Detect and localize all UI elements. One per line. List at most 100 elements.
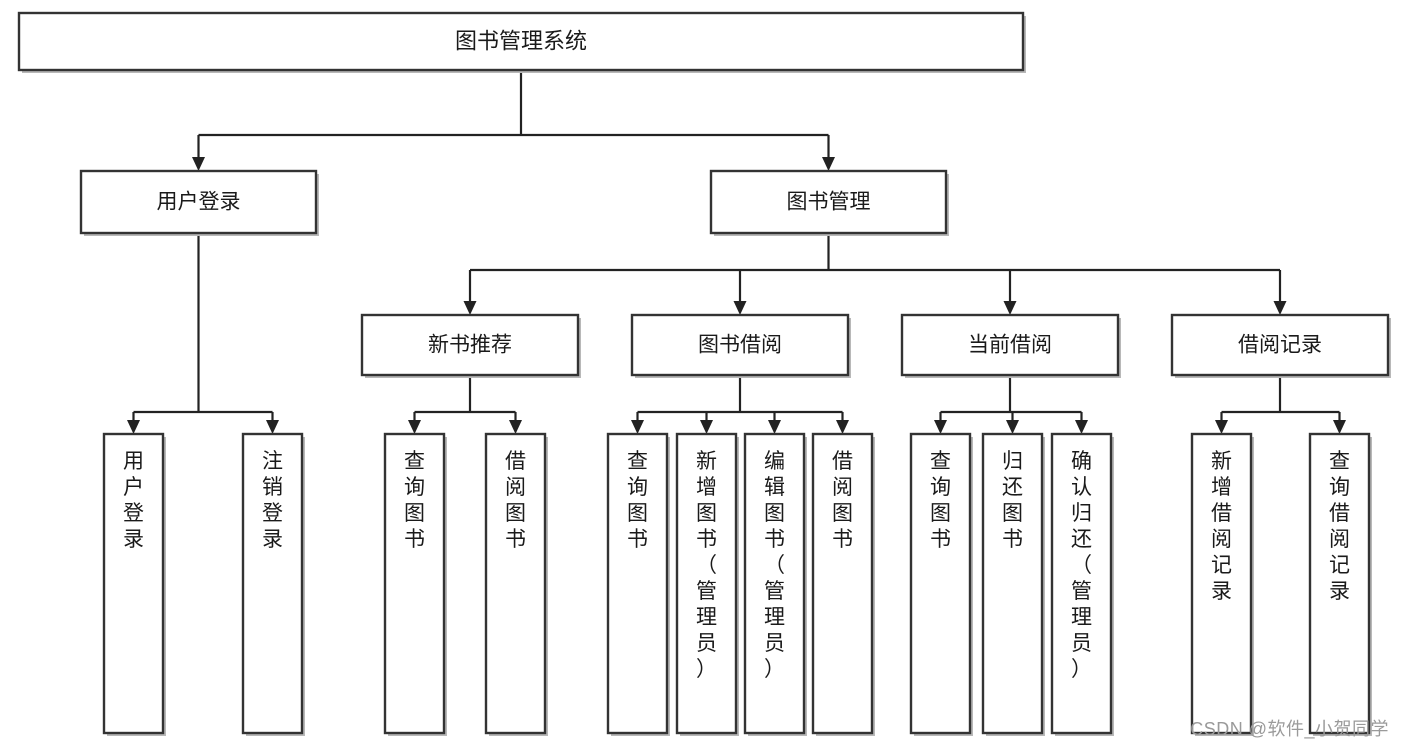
node-label-char: 用	[123, 450, 144, 473]
node-box[interactable]	[360, 313, 580, 377]
node-label-char: ）	[1071, 658, 1092, 681]
node-label-char: 图	[696, 502, 717, 525]
node-box[interactable]	[1050, 432, 1113, 735]
node-label-char: 阅	[505, 476, 526, 499]
node-leaf-query-book-recommend[interactable]: 查询图书查询图书	[383, 432, 447, 736]
node-label-char: 查	[1329, 450, 1350, 473]
node-label-char: 新	[1211, 450, 1232, 473]
node-box[interactable]	[811, 432, 874, 735]
node-leaf-query-book-borrow[interactable]: 查询图书查询图书	[606, 432, 670, 736]
node-label-char: （	[764, 554, 785, 577]
node-label-char: 书	[832, 528, 853, 551]
node-new-book-recommend[interactable]: 新书推荐	[360, 313, 581, 378]
node-label-char: 录	[123, 528, 144, 551]
node-label-char: 认	[1071, 476, 1092, 499]
node-borrow-record[interactable]: 借阅记录	[1170, 313, 1391, 378]
node-label-char: 管	[1071, 580, 1092, 603]
node-leaf-user-login[interactable]: 用户登录用户登录	[102, 432, 166, 736]
node-box[interactable]	[241, 432, 304, 735]
node-label-char: 图	[627, 502, 648, 525]
node-leaf-borrow-book[interactable]: 借阅图书借阅图书	[811, 432, 875, 736]
node-label-char: 归	[1002, 450, 1023, 473]
arrow-head-icon	[1273, 301, 1287, 315]
node-box[interactable]	[102, 432, 165, 735]
node-label-char: ）	[764, 658, 785, 681]
node-label: 图书管理	[787, 191, 871, 214]
node-label-char: 图	[404, 502, 425, 525]
node-label: 用户登录	[157, 191, 241, 214]
node-book-management[interactable]: 图书管理	[709, 169, 949, 236]
node-label-char: 编	[764, 450, 785, 473]
node-leaf-query-borrow-record[interactable]: 查询借阅记录查询借阅记录	[1308, 432, 1372, 736]
node-box[interactable]	[1170, 313, 1390, 377]
node-box[interactable]	[709, 169, 948, 235]
node-label-char: 员	[764, 632, 785, 655]
node-label: 图书管理系统	[455, 28, 587, 53]
node-label-char: 书	[627, 528, 648, 551]
node-label-char: 图	[505, 502, 526, 525]
node-box[interactable]	[79, 169, 318, 235]
node-root[interactable]: 图书管理系统	[17, 11, 1026, 73]
node-label-char: 增	[696, 476, 717, 499]
node-box[interactable]	[383, 432, 446, 735]
arrow-head-icon	[631, 420, 644, 434]
node-label-char: 查	[930, 450, 951, 473]
node-leaf-return-book[interactable]: 归还图书归还图书	[981, 432, 1045, 736]
node-label: 当前借阅	[968, 334, 1052, 357]
node-box[interactable]	[743, 432, 806, 735]
node-label-char: 理	[1071, 606, 1092, 629]
node-box[interactable]	[484, 432, 547, 735]
node-label-char: 书	[696, 528, 717, 551]
node-leaf-query-book-current[interactable]: 查询图书查询图书	[909, 432, 973, 736]
node-box[interactable]	[606, 432, 669, 735]
arrow-head-icon	[1333, 420, 1346, 434]
node-label-char: 图	[764, 502, 785, 525]
node-layer: 图书管理系统用户登录图书管理新书推荐图书借阅当前借阅借阅记录用户登录用户登录注销…	[17, 11, 1391, 736]
node-box[interactable]	[1190, 432, 1253, 735]
node-label-char: 书	[930, 528, 951, 551]
node-label-char: 阅	[832, 476, 853, 499]
node-label-char: 管	[696, 580, 717, 603]
node-label: 图书借阅	[698, 334, 782, 357]
node-label-char: 图	[1002, 502, 1023, 525]
node-label-char: 登	[123, 502, 144, 525]
node-box[interactable]	[981, 432, 1044, 735]
node-label-char: 查	[627, 450, 648, 473]
node-book-borrow[interactable]: 图书借阅	[630, 313, 851, 378]
node-label-char: ）	[696, 658, 717, 681]
node-label-char: 图	[930, 502, 951, 525]
node-user-login[interactable]: 用户登录	[79, 169, 319, 236]
node-leaf-add-borrow-record[interactable]: 新增借阅记录新增借阅记录	[1190, 432, 1254, 736]
node-current-borrow[interactable]: 当前借阅	[900, 313, 1121, 378]
node-leaf-borrow-book-recommend[interactable]: 借阅图书借阅图书	[484, 432, 548, 736]
node-label-char: 借	[832, 450, 853, 473]
node-label-char: 询	[627, 476, 648, 499]
node-label-char: 增	[1211, 476, 1232, 499]
node-label-char: 户	[123, 476, 144, 499]
node-box[interactable]	[1308, 432, 1371, 735]
node-box[interactable]	[630, 313, 850, 377]
node-label-char: 理	[764, 606, 785, 629]
connector-layer	[127, 70, 1346, 434]
node-label-char: 确	[1071, 450, 1092, 473]
node-label-char: 管	[764, 580, 785, 603]
node-label: 新书推荐	[428, 334, 512, 357]
watermark-text: CSDN @软件_小贺同学	[1190, 719, 1389, 739]
node-label-char: 书	[764, 528, 785, 551]
node-box[interactable]	[900, 313, 1120, 377]
node-box[interactable]	[909, 432, 972, 735]
node-box[interactable]	[675, 432, 738, 735]
node-label-char: 辑	[764, 476, 785, 499]
node-box[interactable]	[17, 11, 1025, 72]
node-label-char: 注	[262, 450, 283, 473]
arrow-head-icon	[1006, 420, 1019, 434]
arrow-head-icon	[700, 420, 713, 434]
node-leaf-logout-login[interactable]: 注销登录注销登录	[241, 432, 305, 736]
node-label-char: 录	[262, 528, 283, 551]
node-label-char: 还	[1071, 528, 1092, 551]
